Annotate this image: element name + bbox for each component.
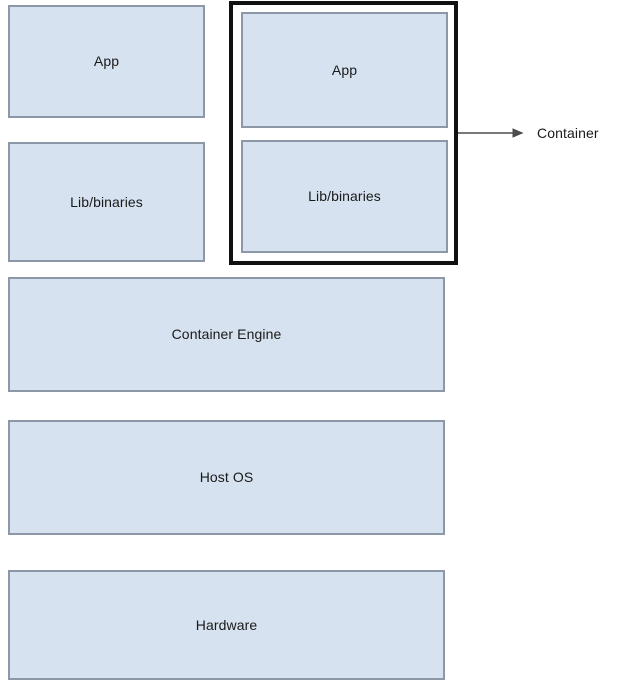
box-container-engine[interactable]: Container Engine <box>8 277 445 392</box>
box-container-lib-binaries[interactable]: Lib/binaries <box>241 140 448 253</box>
box-left-lib-binaries[interactable]: Lib/binaries <box>8 142 205 262</box>
box-left-lib-binaries-label: Lib/binaries <box>70 193 143 210</box>
box-host-os-label: Host OS <box>199 469 254 486</box>
container-callout-arrow <box>458 128 524 138</box>
box-container-lib-binaries-label: Lib/binaries <box>308 188 381 205</box>
box-hardware[interactable]: Hardware <box>8 570 445 680</box>
box-container-engine-label: Container Engine <box>171 326 282 343</box>
box-host-os[interactable]: Host OS <box>8 420 445 535</box>
box-left-app-label: App <box>93 53 120 70</box>
box-container-app[interactable]: App <box>241 12 448 128</box>
box-left-app[interactable]: App <box>8 5 205 118</box>
container-callout-label: Container <box>537 125 599 141</box>
box-container-app-label: App <box>331 61 358 78</box>
box-hardware-label: Hardware <box>195 616 258 633</box>
